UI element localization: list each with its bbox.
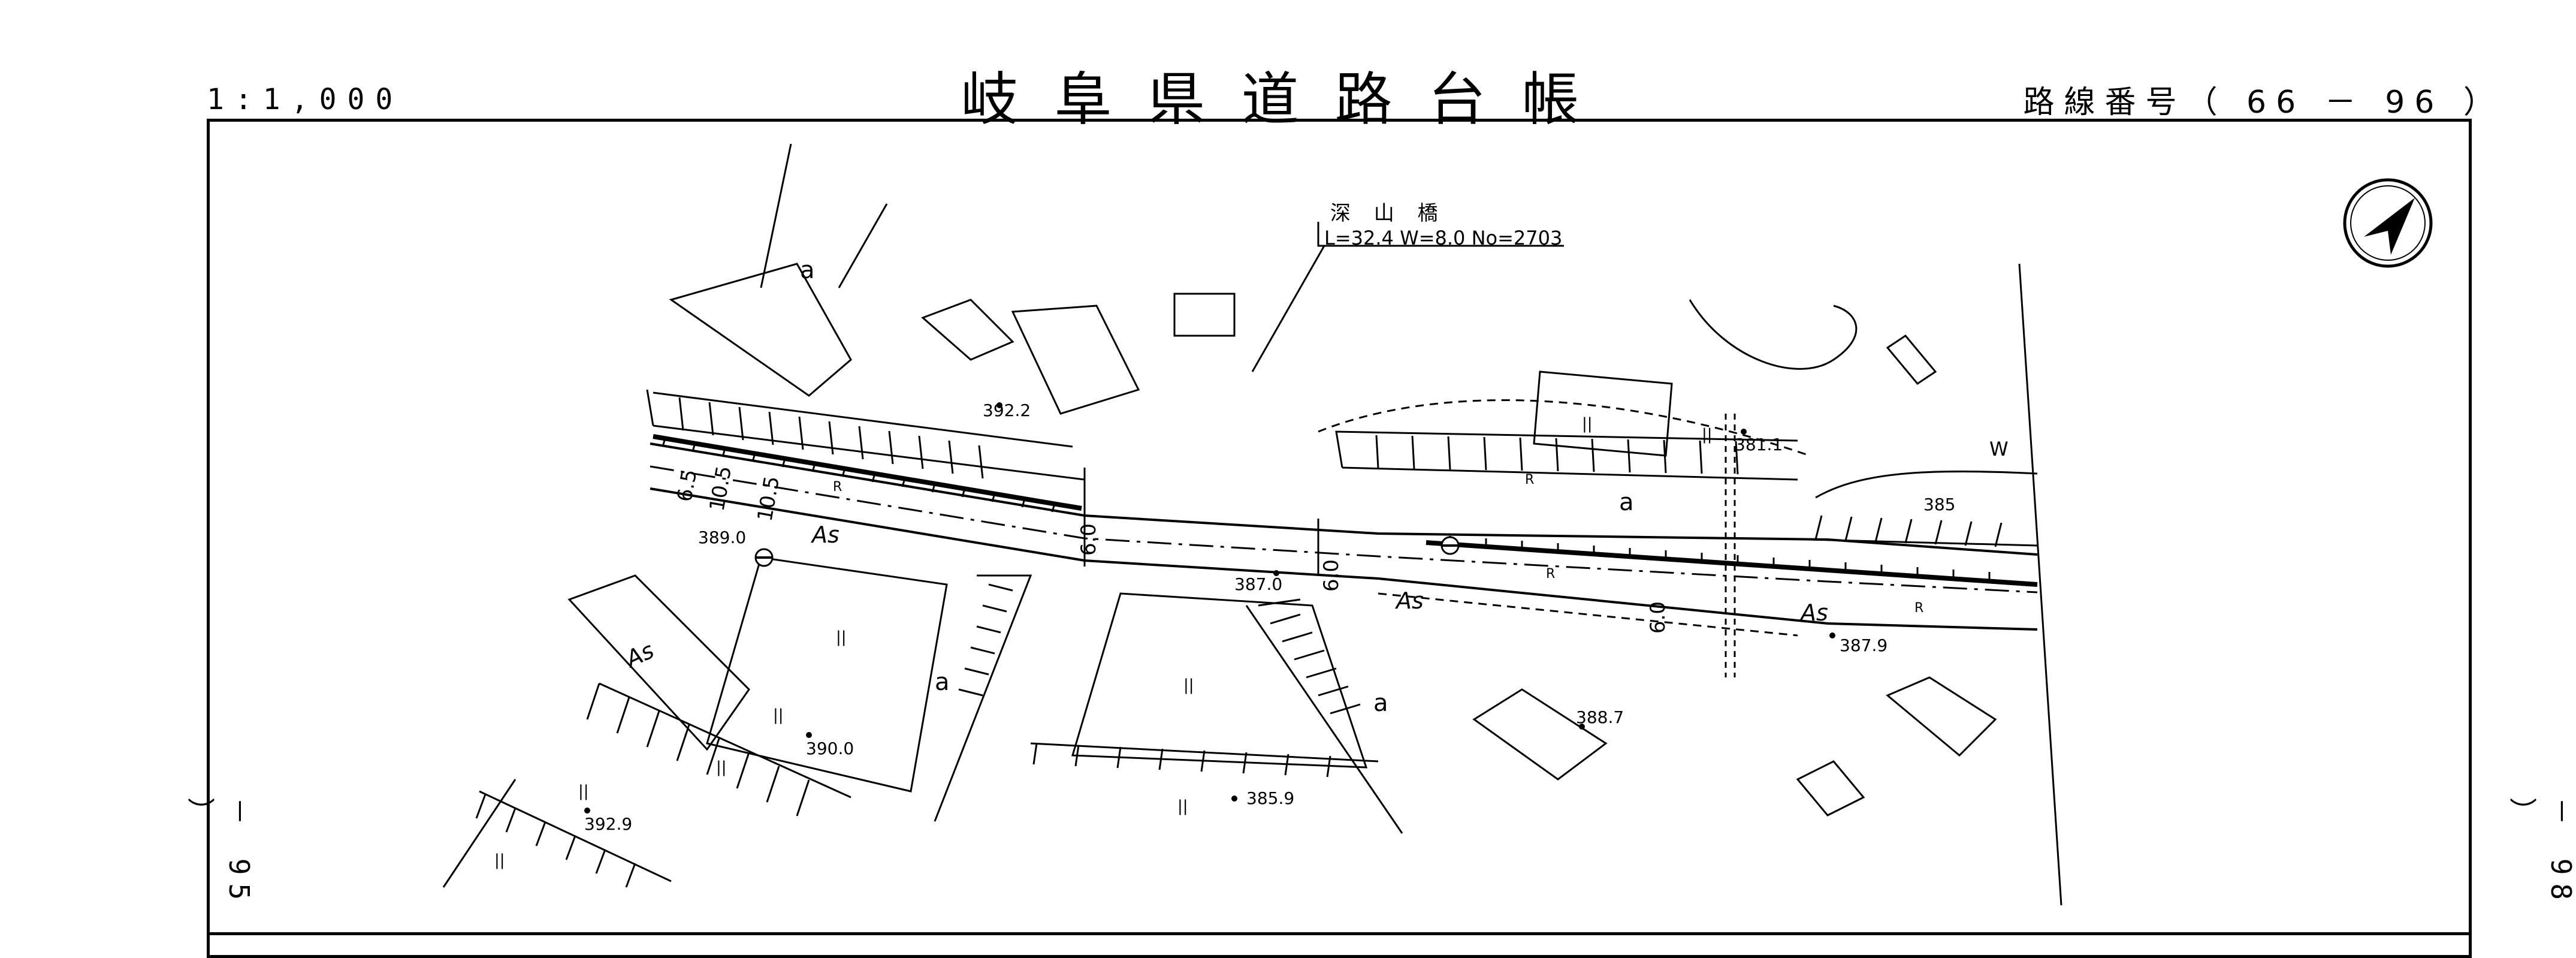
bridge-name: 深 山 橋 — [1330, 201, 1446, 225]
curve-north-east — [1689, 299, 1858, 370]
building-east-1 — [1886, 335, 1937, 385]
slope-south-long — [1030, 742, 1379, 778]
field-symbol-8: || — [578, 782, 589, 800]
adjacent-sheet-left: － 95 ） — [183, 797, 255, 909]
spot-height-385-9: 385.9 — [1246, 788, 1295, 808]
field-symbol-5: || — [1177, 797, 1188, 815]
spot-height-381-1: 381.1 — [1735, 435, 1783, 454]
curb-mark-r-1: R — [833, 480, 842, 495]
surface-label-as-center: As — [1396, 588, 1424, 614]
slope-south-a — [934, 574, 1032, 822]
boundary-left — [442, 779, 517, 888]
spot-height-390-0: 390.0 — [806, 739, 854, 758]
adjacent-sheet-right: － 98 ） — [2505, 797, 2576, 909]
parcel-south-1 — [706, 556, 948, 793]
building-north-2 — [1011, 305, 1140, 415]
sheet-bottom-rule — [207, 932, 2472, 935]
building-south-e3 — [1796, 760, 1865, 817]
building-north-3 — [1173, 293, 1236, 337]
field-symbol-2: || — [773, 706, 784, 724]
bridge-leader-diag — [1251, 245, 1325, 372]
slope-far-southwest — [475, 790, 672, 888]
parcel-north-west — [669, 263, 852, 397]
spot-height-392-9: 392.9 — [584, 814, 633, 834]
spot-height-387-0: 387.0 — [1234, 574, 1283, 594]
curve-east — [1815, 470, 2038, 499]
width-label-6-0-east: 6.0 — [1319, 559, 1344, 592]
width-label-6-0-far-east: 6.0 — [1646, 601, 1671, 634]
page-title: 岐阜県道路台帳 — [961, 66, 1615, 133]
spot-height-387-9: 387.9 — [1840, 635, 1888, 655]
field-symbol-4: || — [1183, 676, 1194, 694]
road-sign-marks — [584, 402, 1835, 814]
contour-label-385: 385 — [1923, 495, 1956, 514]
road-centerline — [650, 465, 2038, 594]
field-symbol-1: || — [836, 628, 847, 646]
building-south-e2 — [1886, 676, 1997, 757]
pipeline-dashed — [1725, 414, 1736, 677]
field-symbol-3: || — [716, 758, 727, 776]
land-label-a-east: a — [1619, 489, 1634, 516]
dashed-boundary-north — [1318, 399, 1810, 457]
top-left-lines — [760, 143, 888, 288]
route-number: 路線番号（ 66 － 96 ） — [2023, 85, 2504, 120]
boundary-right — [2018, 263, 2062, 906]
curb-mark-r-2: R — [1525, 472, 1535, 487]
building-north-1 — [921, 299, 1014, 361]
slope-south-b — [1245, 598, 1403, 834]
parcel-south-3 — [567, 574, 750, 751]
spot-height-389-0: 389.0 — [698, 528, 747, 547]
dashed-boundary-south — [1378, 592, 1798, 637]
field-symbol-7: || — [1702, 426, 1713, 444]
curb-ticks — [662, 438, 1056, 513]
map-scale: 1:1,000 — [207, 83, 404, 116]
parcel-south-2 — [1071, 592, 1368, 769]
road-edge-south — [650, 487, 2038, 631]
embankment-north-west — [646, 389, 1085, 481]
surface-label-as-west: As — [812, 522, 839, 548]
land-label-a-north: a — [800, 257, 815, 284]
embankment-north-east — [1335, 430, 1798, 481]
spot-height-392-2: 392.2 — [983, 400, 1031, 420]
embankment-east-slope — [1809, 515, 2038, 547]
bridge-spec: L=32.4 W=8.0 No=2703 — [1324, 227, 1563, 249]
field-symbol-9: || — [494, 851, 505, 869]
bridge-leader — [1317, 222, 1564, 247]
land-label-a-south: a — [935, 668, 950, 696]
spot-height-388-7: 388.7 — [1576, 707, 1624, 727]
road-curb-heavy-east — [1426, 540, 2038, 587]
map-mark-w: W — [1989, 438, 2009, 460]
land-label-a-southeast: a — [1373, 689, 1388, 717]
slope-southwest — [586, 682, 851, 817]
building-south-e1 — [1472, 688, 1608, 781]
surface-label-as-east: As — [1801, 599, 1828, 626]
road-edge-north — [650, 442, 2038, 556]
north-arrow-icon — [2343, 178, 2433, 268]
curb-mark-r-4: R — [1914, 601, 1924, 616]
field-symbol-6: || — [1582, 415, 1593, 433]
curb-mark-r-3: R — [1546, 567, 1556, 582]
building-east-2 — [1533, 370, 1673, 457]
width-label-6-0-west: 6.0 — [1077, 523, 1101, 556]
